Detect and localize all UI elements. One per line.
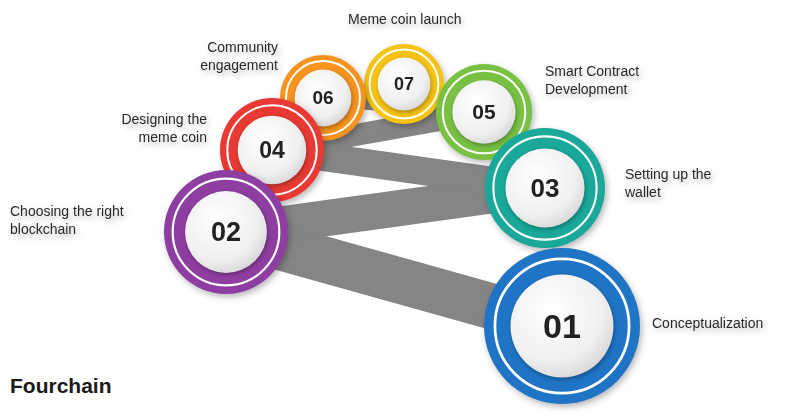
step-label: Meme coin launch [348,10,488,28]
step-label: Conceptualization [652,314,792,332]
outer-disk [364,44,444,124]
step-circle: 03Setting up the wallet [485,128,605,248]
outer-disk [164,170,288,294]
outer-disk [485,128,605,248]
step-circle: 02Choosing the right blockchain [164,170,288,294]
road-segment [281,195,491,224]
step-label: Smart Contract Development [545,62,665,98]
outer-disk [484,248,640,404]
step-label: Community engagement [192,38,278,74]
step-circle: 07Meme coin launch [364,44,444,124]
step-label: Choosing the right blockchain [10,202,155,238]
road-segment [318,156,491,180]
step-number: 07 [364,44,444,124]
step-label: Setting up the wallet [625,165,737,201]
outer-disk [436,64,532,160]
outer-disk [280,55,366,141]
step-number: 03 [485,128,605,248]
brand-logo: Fourchain [10,374,112,398]
step-number: 02 [164,170,288,294]
road-segment [280,247,495,307]
step-label: Designing the meme coin [105,110,207,146]
step-number: 01 [484,248,640,404]
outer-disk [220,98,324,202]
step-circle: 01Conceptualization [484,248,640,404]
